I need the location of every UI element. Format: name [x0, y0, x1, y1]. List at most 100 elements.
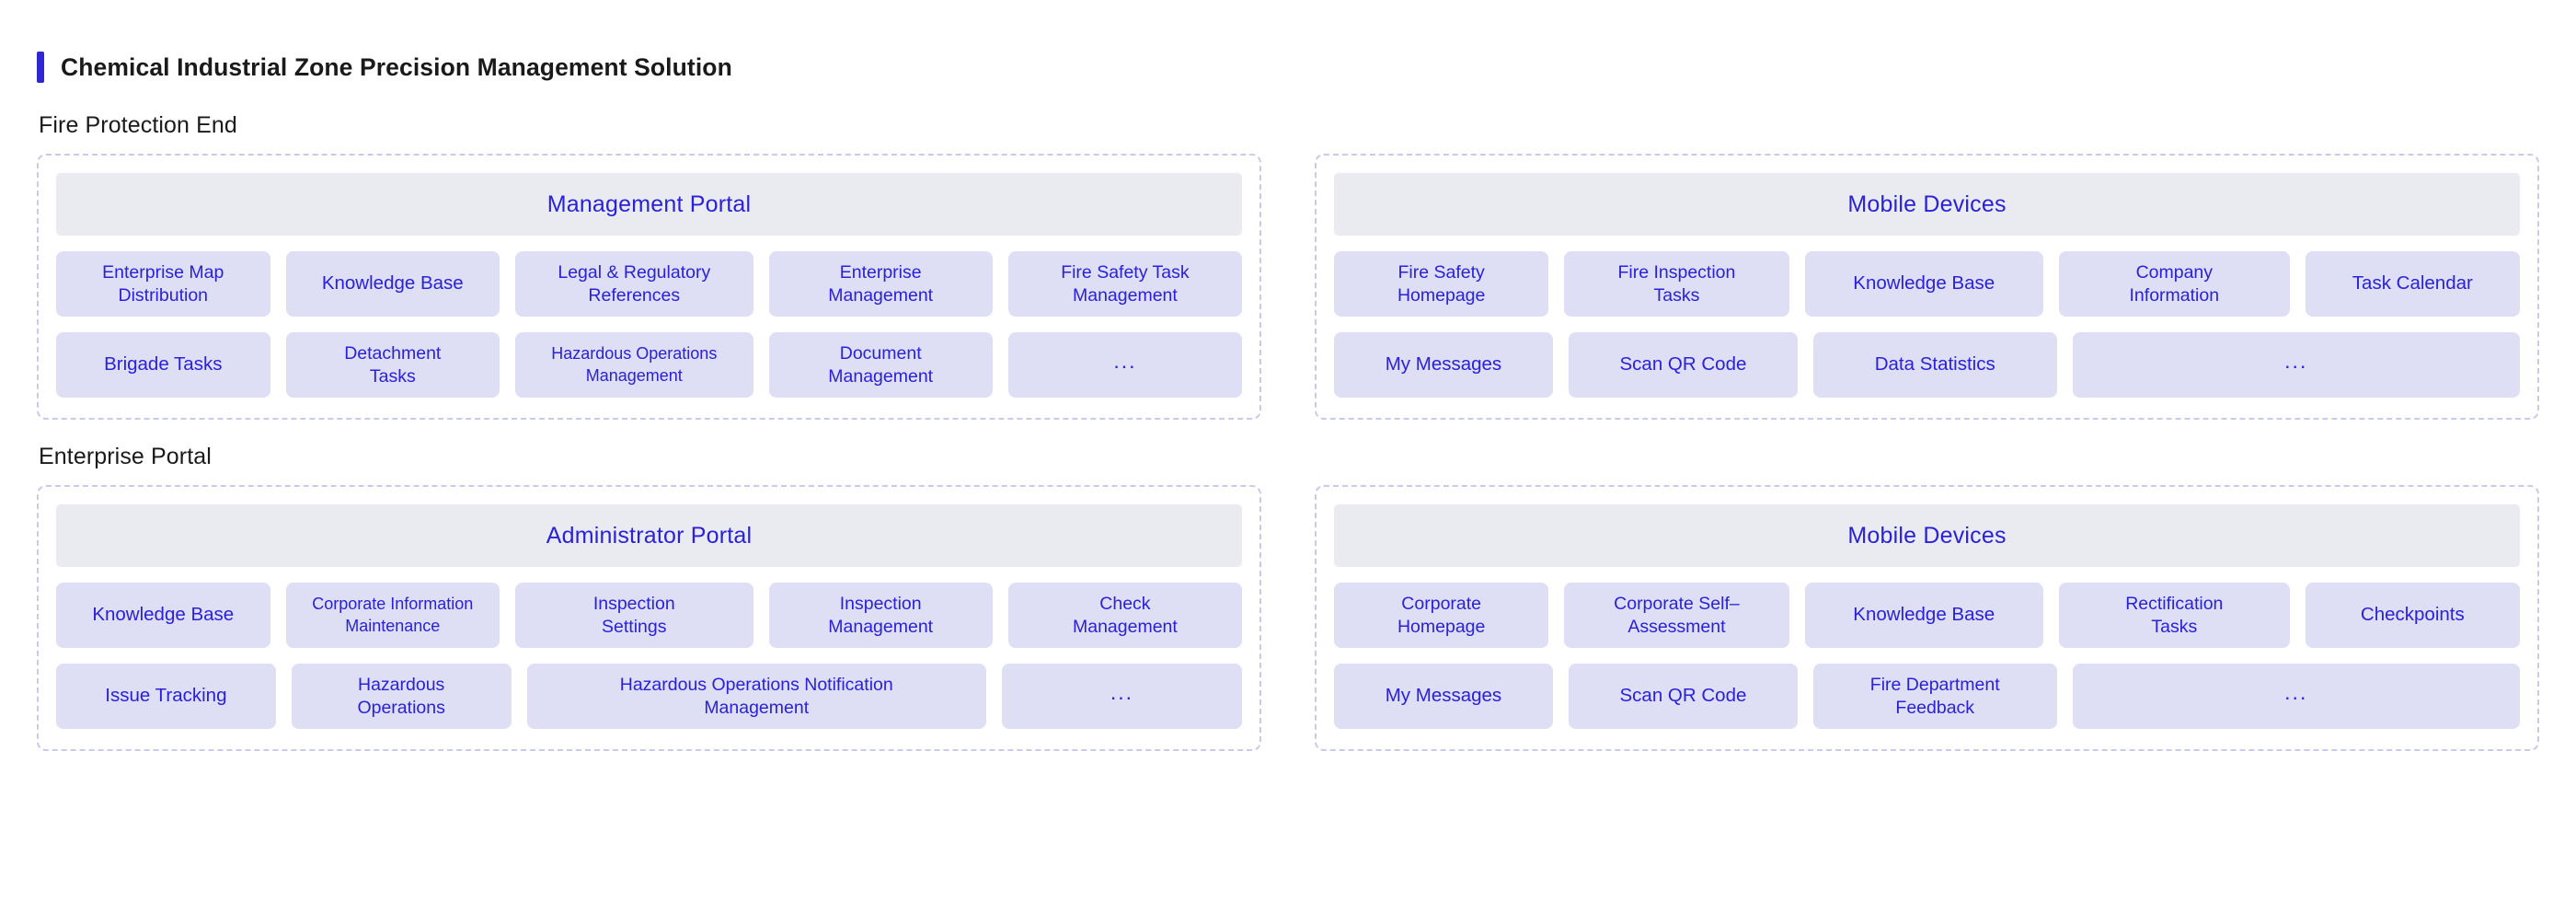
title-accent-bar	[37, 52, 44, 83]
module-card-label: Brigade Tasks	[104, 353, 223, 376]
module-card-label: ...	[1113, 349, 1137, 373]
module-card-label: Enterprise Management	[828, 261, 934, 306]
card-row: My Messages Scan QR Code Data Statistics..…	[1334, 332, 2520, 398]
card-row: Issue Tracking Hazardous Operations Hazard…	[56, 664, 1242, 729]
module-card[interactable]: Check Management	[1007, 583, 1242, 648]
module-card-label: Fire Department Feedback	[1869, 674, 2000, 718]
module-card-label: Hazardous Operations Management	[551, 344, 718, 385]
module-card-label: Rectification Tasks	[2125, 593, 2224, 637]
module-card[interactable]: Brigade Tasks	[56, 332, 270, 398]
module-card[interactable]: Corporate Information Maintenance	[285, 583, 500, 648]
module-card-label: Detachment Tasks	[344, 342, 442, 387]
module-card[interactable]: Checkpoints	[2305, 583, 2520, 648]
module-card-label: Data Statistics	[1874, 353, 1995, 376]
module-card[interactable]: Knowledge Base	[1804, 251, 2043, 317]
more-card[interactable]: ...	[2072, 664, 2520, 729]
module-card-label: Checkpoints	[2360, 604, 2465, 626]
module-card[interactable]: Detachment Tasks	[285, 332, 500, 398]
panel-header-title: Administrator Portal	[546, 522, 753, 549]
section-label: Enterprise Portal	[39, 444, 212, 469]
module-card-label: Inspection Settings	[592, 593, 675, 637]
module-card-label: Scan QR Code	[1619, 353, 1747, 376]
module-card-label: Knowledge Base	[321, 272, 464, 295]
panel-header: Management Portal	[56, 173, 1242, 236]
section-label: Fire Protection End	[39, 112, 237, 138]
module-card-label: ...	[2284, 349, 2308, 373]
module-card[interactable]: Enterprise Management	[768, 251, 993, 317]
page-title: Chemical Industrial Zone Precision Manag…	[61, 52, 732, 81]
panel-header-title: Management Portal	[546, 191, 752, 217]
page-title-row: Chemical Industrial Zone Precision Manag…	[37, 46, 2539, 88]
module-card-label: Hazardous Operations Notification Manage…	[619, 674, 893, 718]
module-card[interactable]: My Messages	[1334, 664, 1553, 729]
module-card[interactable]: Scan QR Code	[1568, 664, 1798, 729]
module-card[interactable]: Inspection Management	[768, 583, 993, 648]
module-card-label: ...	[2284, 680, 2308, 704]
module-card-label: Hazardous Operations	[357, 674, 445, 718]
module-card[interactable]: Fire Department Feedback	[1812, 664, 2057, 729]
card-row: Knowledge Base Corporate Information Main…	[56, 583, 1242, 648]
module-card[interactable]: Hazardous Operations Management	[515, 332, 753, 398]
card-row: Corporate Homepage Corporate Self– Assess…	[1334, 583, 2520, 648]
module-card[interactable]: Knowledge Base	[1804, 583, 2043, 648]
module-card-label: Task Calendar	[2352, 272, 2473, 295]
panel-header-title: Mobile Devices	[1847, 522, 2007, 549]
panel-header: Mobile Devices	[1334, 504, 2520, 567]
module-card[interactable]: Knowledge Base	[285, 251, 500, 317]
more-card[interactable]: ...	[2072, 332, 2520, 398]
module-card[interactable]: Scan QR Code	[1568, 332, 1798, 398]
module-card-label: Check Management	[1073, 593, 1178, 637]
module-card[interactable]: Inspection Settings	[515, 583, 753, 648]
panel-header: Administrator Portal	[56, 504, 1242, 567]
module-card[interactable]: Enterprise Map Distribution	[56, 251, 270, 317]
more-card[interactable]: ...	[1001, 664, 1242, 729]
module-card-label: Knowledge Base	[92, 604, 235, 626]
card-row: Fire Safety Homepage Fire Inspection Task…	[1334, 251, 2520, 317]
module-card[interactable]: Document Management	[768, 332, 993, 398]
module-card-label: Knowledge Base	[1853, 272, 1995, 295]
module-card[interactable]: Task Calendar	[2305, 251, 2520, 317]
module-card-label: Fire Inspection Tasks	[1617, 261, 1736, 306]
module-card[interactable]: Fire Inspection Tasks	[1564, 251, 1789, 317]
module-card-label: ...	[1110, 680, 1134, 704]
module-card-label: My Messages	[1385, 685, 1502, 707]
module-card[interactable]: My Messages	[1334, 332, 1553, 398]
module-card-label: Issue Tracking	[105, 685, 227, 707]
card-row: Brigade Tasks Detachment Tasks Hazardous O…	[56, 332, 1242, 398]
module-card[interactable]: Hazardous Operations	[291, 664, 512, 729]
panel-header-title: Mobile Devices	[1847, 191, 2007, 217]
module-card-label: Inspection Management	[828, 593, 934, 637]
module-card-label: Scan QR Code	[1619, 685, 1747, 707]
module-card[interactable]: Data Statistics	[1812, 332, 2057, 398]
module-card[interactable]: Knowledge Base	[56, 583, 270, 648]
module-card[interactable]: Issue Tracking	[56, 664, 276, 729]
card-row: My Messages Scan QR Code Fire Department F…	[1334, 664, 2520, 729]
module-card-label: Enterprise Map Distribution	[102, 261, 224, 306]
module-card-label: Document Management	[828, 342, 934, 387]
module-card-label: Fire Safety Task Management	[1061, 261, 1190, 306]
module-card[interactable]: Rectification Tasks	[2058, 583, 2290, 648]
module-card-label: Corporate Self– Assessment	[1614, 593, 1740, 637]
module-card[interactable]: Legal & Regulatory References	[515, 251, 753, 317]
module-card[interactable]: Corporate Homepage	[1334, 583, 1549, 648]
module-card[interactable]: Hazardous Operations Notification Manage…	[526, 664, 986, 729]
module-card-label: Corporate Homepage	[1397, 593, 1486, 637]
module-card-label: Fire Safety Homepage	[1397, 261, 1486, 306]
module-card-label: Knowledge Base	[1853, 604, 1995, 626]
more-card[interactable]: ...	[1007, 332, 1242, 398]
module-card[interactable]: Fire Safety Homepage	[1334, 251, 1549, 317]
panel-header: Mobile Devices	[1334, 173, 2520, 236]
module-card[interactable]: Company Information	[2058, 251, 2290, 317]
module-card[interactable]: Fire Safety Task Management	[1007, 251, 1242, 317]
module-card[interactable]: Corporate Self– Assessment	[1564, 583, 1789, 648]
card-row: Enterprise Map Distribution Knowledge Bas…	[56, 251, 1242, 317]
module-card-label: Corporate Information Maintenance	[312, 595, 474, 635]
